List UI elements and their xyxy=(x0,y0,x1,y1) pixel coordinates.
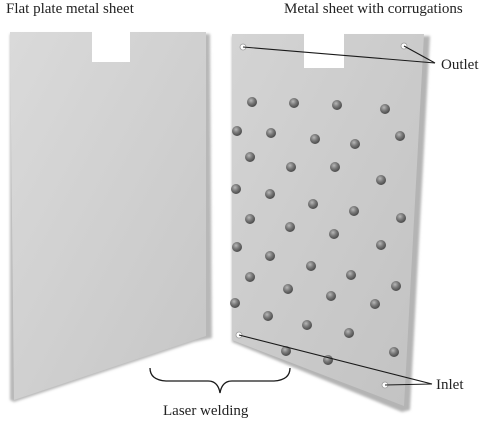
corrugation-dimple xyxy=(344,328,354,338)
corrugation-dimple xyxy=(310,134,320,144)
corrugation-dimple xyxy=(265,251,275,261)
corrugation-dimple xyxy=(395,131,405,141)
corrugation-dimple xyxy=(391,281,401,291)
laser-welding-label: Laser welding xyxy=(163,403,249,419)
corrugation-dimple xyxy=(350,139,360,149)
outlet-leader-left xyxy=(242,46,436,64)
corrugation-dimple xyxy=(266,128,276,138)
corrugation-dimple xyxy=(370,299,380,309)
inlet-label: Inlet xyxy=(436,377,464,393)
flat-plate-label: Flat plate metal sheet xyxy=(6,1,134,17)
corrugation-dimple xyxy=(245,214,255,224)
corrugation-dimple xyxy=(247,97,257,107)
corrugation-dimple xyxy=(380,104,390,114)
corrugated-sheet-face xyxy=(232,34,424,406)
outlet-leader-right xyxy=(403,45,436,64)
corrugation-dimple xyxy=(263,311,273,321)
corrugated-sheet-label: Metal sheet with corrugations xyxy=(284,1,463,17)
corrugation-dimple xyxy=(308,199,318,209)
corrugation-dimple xyxy=(389,347,399,357)
corrugation-dimple xyxy=(245,152,255,162)
corrugated-sheet xyxy=(230,28,430,412)
corrugation-dimple xyxy=(232,242,242,252)
inlet-leader-left xyxy=(238,334,433,385)
corrugation-dimple xyxy=(330,162,340,172)
flat-plate-notch xyxy=(92,28,130,62)
inlet-leader-right xyxy=(384,383,433,386)
corrugation-dimple xyxy=(349,206,359,216)
corrugation-dimple xyxy=(346,270,356,280)
laser-welding-brace xyxy=(149,367,291,394)
corrugation-dimple xyxy=(326,291,336,301)
corrugation-dimple xyxy=(232,126,242,136)
corrugation-dimple xyxy=(265,189,275,199)
corrugation-dimple xyxy=(230,298,240,308)
corrugation-dimple xyxy=(332,100,342,110)
corrugation-dimple xyxy=(231,184,241,194)
corrugation-dimple xyxy=(281,346,291,356)
corrugation-dimple xyxy=(376,175,386,185)
corrugation-dimple xyxy=(283,284,293,294)
outlet-label: Outlet xyxy=(441,57,479,73)
corrugation-dimple xyxy=(286,162,296,172)
flat-plate-sheet xyxy=(10,28,212,402)
corrugation-dimple xyxy=(376,240,386,250)
corrugation-dimples xyxy=(230,97,406,365)
corrugation-dimple xyxy=(396,213,406,223)
corrugation-dimple xyxy=(245,272,255,282)
flat-plate-face xyxy=(10,32,206,400)
corrugation-dimple xyxy=(306,261,316,271)
corrugated-sheet-notch xyxy=(304,28,344,68)
corrugation-dimple xyxy=(329,229,339,239)
corrugation-dimple xyxy=(302,320,312,330)
corrugation-dimple xyxy=(289,98,299,108)
corrugation-dimple xyxy=(285,222,295,232)
